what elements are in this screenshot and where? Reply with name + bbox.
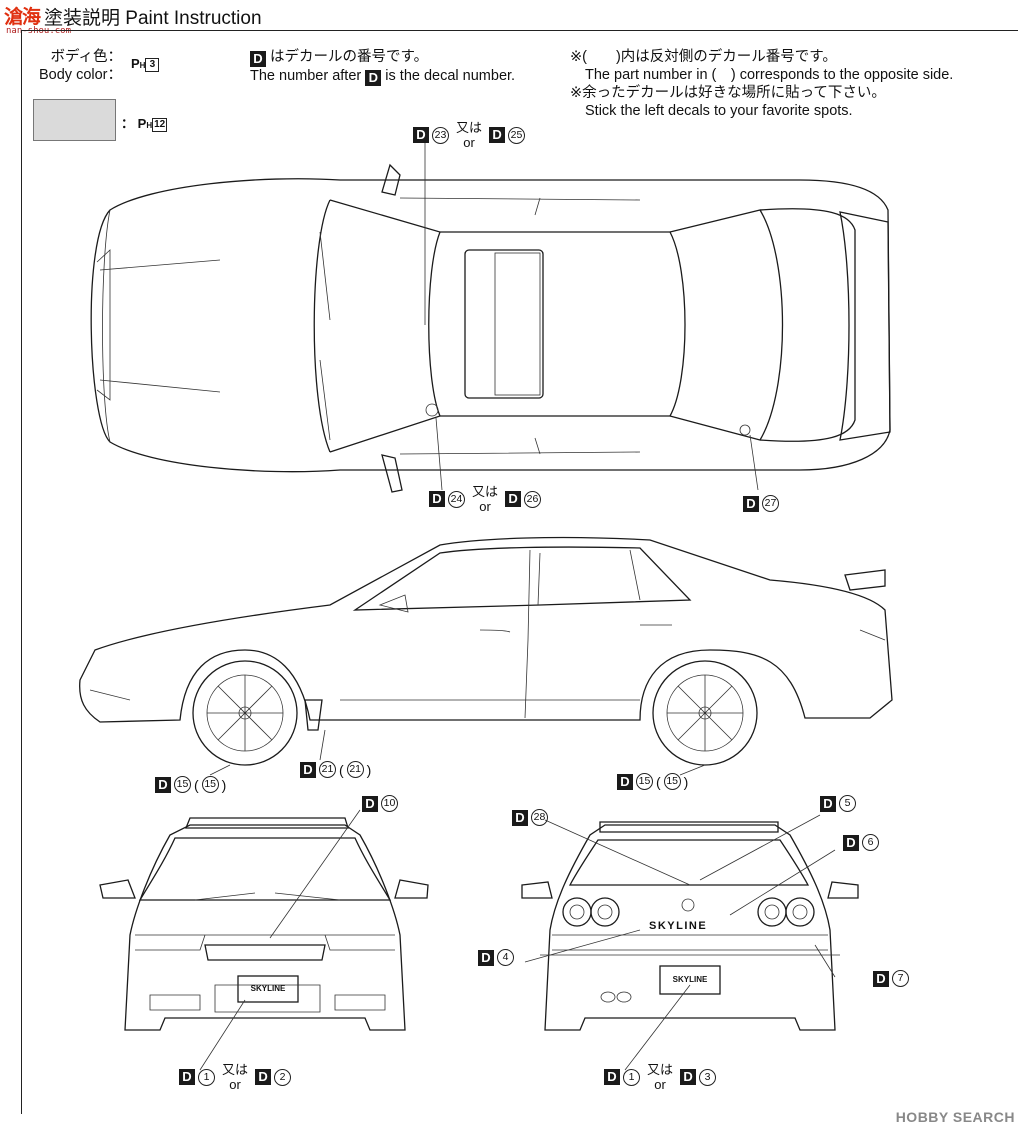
front-view xyxy=(99,809,429,1071)
body-color-label-en: Body color： xyxy=(38,67,122,83)
note-1-jp: ※( )内は反対側のデカール番号です。 xyxy=(570,49,837,65)
note-1-en: The part number in ( ) corresponds to th… xyxy=(585,67,954,83)
watermark: HOBBY SEARCH xyxy=(895,1109,1015,1125)
side-view-windows xyxy=(352,546,692,611)
decal-note: D はデカールの番号です。 The number after D is the … xyxy=(250,49,516,86)
rear-skyline-badge: SKYLINE xyxy=(649,920,708,932)
top-view-trunk xyxy=(759,208,856,442)
rear-view-spoiler xyxy=(599,821,779,833)
front-plate-text: SKYLINE xyxy=(250,984,286,993)
title-en: Paint Instruction xyxy=(125,8,262,29)
color-swatch xyxy=(33,99,116,141)
top-view xyxy=(90,140,891,493)
top-view-outline xyxy=(90,178,891,473)
side-view-body xyxy=(79,536,893,723)
front-view-windshield xyxy=(138,837,392,901)
side-view-front-wheel xyxy=(192,660,298,766)
rear-view xyxy=(521,814,859,1071)
rear-view-window xyxy=(568,839,810,886)
rear-view-body xyxy=(544,824,836,1031)
page-title: 塗装説明 Paint Instruction xyxy=(44,3,262,30)
body-color-label: ボディ色： Body color： xyxy=(22,48,122,84)
notes-block: ※( )内は反対側のデカール番号です。 The part number in (… xyxy=(570,48,953,120)
page-frame xyxy=(21,30,1018,1114)
site-logo: 滄海 xyxy=(4,7,41,28)
front-view-body xyxy=(124,824,406,1031)
top-view-roof xyxy=(440,231,686,417)
side-view xyxy=(79,536,893,776)
body-color-label-jp: ボディ色： xyxy=(50,49,123,65)
front-view-plate xyxy=(237,975,299,1003)
rear-view-taillight-l1 xyxy=(562,897,592,927)
rear-plate-text: SKYLINE xyxy=(672,975,708,984)
rear-view-taillight-r1 xyxy=(757,897,787,927)
top-view-sunroof xyxy=(464,249,544,399)
site-logo-url: nan-shou.com xyxy=(6,26,72,36)
top-view-hood-windshield xyxy=(313,199,331,453)
top-view-rear-spoiler xyxy=(839,211,891,441)
note-2-en: Stick the left decals to your favorite s… xyxy=(585,103,853,119)
note-2-jp: ※余ったデカールは好きな場所に貼って下さい。 xyxy=(570,85,886,101)
rear-view-plate xyxy=(659,965,721,995)
title-jp: 塗装説明 xyxy=(44,8,121,29)
top-view-rear-window xyxy=(669,209,784,441)
